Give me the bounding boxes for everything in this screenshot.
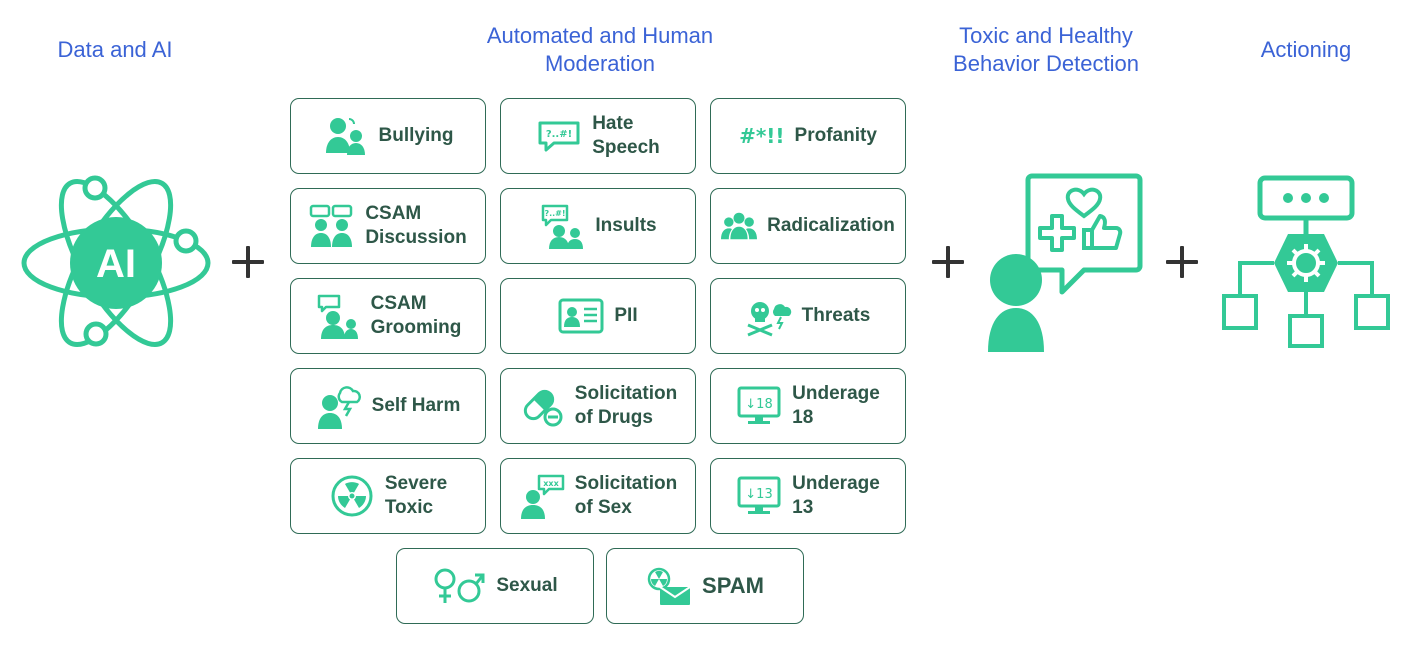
category-card-pii: PII (500, 278, 696, 354)
group-icon (721, 203, 758, 249)
category-label: CSAM Discussion (365, 203, 467, 248)
category-card-radicalization: Radicalization (710, 188, 906, 264)
category-label: SPAM (702, 573, 764, 598)
radiation-icon (329, 473, 375, 519)
category-label: Threats (801, 305, 871, 326)
category-card-hate-speech: ?..#! Hate Speech (500, 98, 696, 174)
category-card-sexual: Sexual (396, 548, 594, 624)
monitor-13-icon: ↓13 (736, 473, 782, 519)
swear-bubble-icon: ?..#! (536, 113, 582, 159)
category-label: Sexual (496, 575, 558, 596)
monitor-badge-text: ↓13 (745, 487, 772, 502)
category-label: Underage 13 (792, 473, 880, 518)
svg-text:?..#!: ?..#! (546, 129, 572, 140)
gender-symbols-icon (432, 563, 486, 609)
ai-badge-text: AI (96, 242, 136, 286)
category-card-self-harm: Self Harm (290, 368, 486, 444)
category-label: Hate Speech (592, 113, 660, 158)
plus-icon (232, 246, 264, 278)
category-card-insults: ?..#! Insults (500, 188, 696, 264)
category-card-csam-grooming: CSAM Grooming (290, 278, 486, 354)
skull-storm-icon (746, 293, 792, 339)
category-label: Radicalization (767, 215, 895, 236)
person-xxx-bubble-icon: xxx (519, 473, 565, 519)
category-label: Profanity (794, 125, 877, 146)
category-label: Bullying (378, 125, 454, 146)
person-storm-icon (316, 383, 362, 429)
category-card-underage-18: ↓18 Underage 18 (710, 368, 906, 444)
profanity-symbols-icon: #*!! (739, 124, 785, 148)
monitor-badge-text: ↓18 (745, 397, 772, 412)
plus-icon (932, 246, 964, 278)
workflow-gear-icon (1222, 175, 1390, 348)
category-label: Self Harm (371, 395, 461, 416)
plus-icon (1166, 246, 1198, 278)
category-label: Solicitation of Sex (574, 473, 678, 518)
monitor-18-icon: ↓18 (736, 383, 782, 429)
svg-text:?..#!: ?..#! (545, 209, 566, 218)
category-label: PII (614, 305, 638, 326)
category-card-solicitation-sex: xxx Solicitation of Sex (500, 458, 696, 534)
category-card-csam-discussion: CSAM Discussion (290, 188, 486, 264)
person-feedback-icon (988, 173, 1143, 352)
people-talking-icon (323, 113, 369, 159)
category-card-severe-toxic: Severe Toxic (290, 458, 486, 534)
adult-child-chat-icon (315, 293, 361, 339)
category-label: CSAM Grooming (370, 293, 462, 338)
category-card-bullying: Bullying (290, 98, 486, 174)
title-data-ai: Data and AI (57, 37, 173, 62)
title-actioning: Actioning (1260, 37, 1352, 62)
id-card-icon (558, 293, 604, 339)
svg-text:xxx: xxx (543, 479, 559, 488)
toxic-mail-icon (646, 563, 692, 609)
category-card-solicitation-drugs: Solicitation of Drugs (500, 368, 696, 444)
category-card-threats: Threats (710, 278, 906, 354)
people-swear-bubble-icon: ?..#! (539, 203, 585, 249)
category-card-spam: SPAM (606, 548, 804, 624)
title-moderation: Automated and Human Moderation (486, 23, 714, 76)
category-card-profanity: #*!! Profanity (710, 98, 906, 174)
category-label: Insults (595, 215, 657, 236)
category-label: Severe Toxic (384, 473, 448, 518)
category-label: Solicitation of Drugs (574, 383, 678, 428)
category-label: Underage 18 (792, 383, 880, 428)
category-card-underage-13: ↓13 Underage 13 (710, 458, 906, 534)
title-detection: Toxic and Healthy Behavior Detection (953, 23, 1139, 76)
ai-atom-icon: AI (21, 175, 211, 347)
pill-icon (519, 383, 565, 429)
chat-people-icon (309, 203, 355, 249)
